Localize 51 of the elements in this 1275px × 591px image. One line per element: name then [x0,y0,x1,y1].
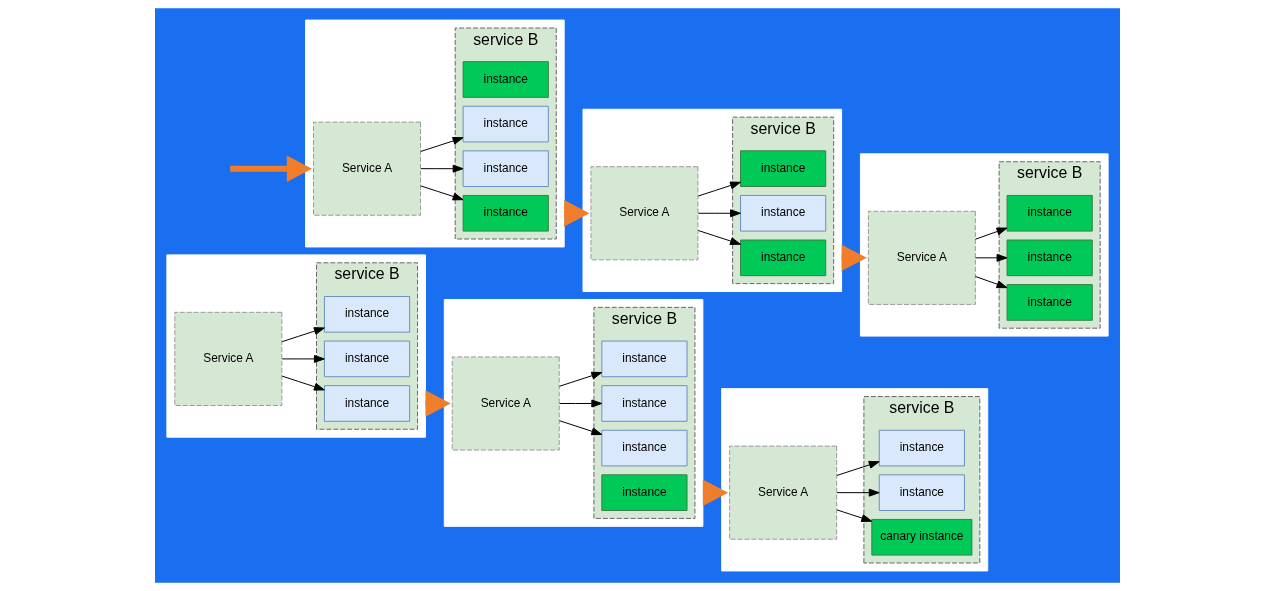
cluster [859,153,1109,337]
node-box: instance [601,474,688,511]
node-box: Service A [867,210,976,305]
arrow [281,354,325,363]
arrow [559,420,603,436]
arrow [836,509,873,522]
arrow [974,276,1008,289]
node-box: instance [323,340,411,378]
arrow [281,327,325,343]
node-box: instance [601,340,688,378]
node-box: canary instance [871,518,973,556]
node-box: Service A [174,311,283,406]
arrow [420,136,464,152]
cluster [721,388,989,572]
arrow [836,488,880,497]
arrow [559,371,603,387]
cluster [443,298,704,527]
arrow [420,164,464,173]
cluster [166,254,426,438]
arrow [974,253,1008,262]
node-box: instance [323,296,411,333]
arrow [697,209,741,218]
arrow [281,375,325,391]
node-box: instance [740,194,827,232]
node-box: instance [462,61,549,98]
node-box: instance [462,105,549,143]
node-box: Service A [313,121,421,216]
cluster [305,19,565,248]
arrow [697,230,741,245]
cluster [582,108,843,293]
node-box: instance [1006,194,1093,232]
arrow [420,185,464,201]
arrow [697,181,741,197]
node-box: instance [1006,284,1093,321]
node-box: instance [740,239,827,277]
node-box: instance [1006,239,1093,277]
arrow [559,399,603,408]
arrow [230,155,312,182]
node-box: Service A [729,445,838,540]
node-box: instance [323,385,411,422]
node-box: instance [878,429,965,467]
node-box: Service A [590,166,699,261]
node-box: instance [878,474,965,511]
node-box: instance [740,150,827,187]
arrow [974,227,1008,240]
node-box: instance [601,429,688,467]
node-box: instance [601,385,688,422]
node-box: instance [462,150,549,187]
arrow [836,460,880,476]
node-box: instance [462,194,549,232]
node-box: Service A [451,356,560,451]
